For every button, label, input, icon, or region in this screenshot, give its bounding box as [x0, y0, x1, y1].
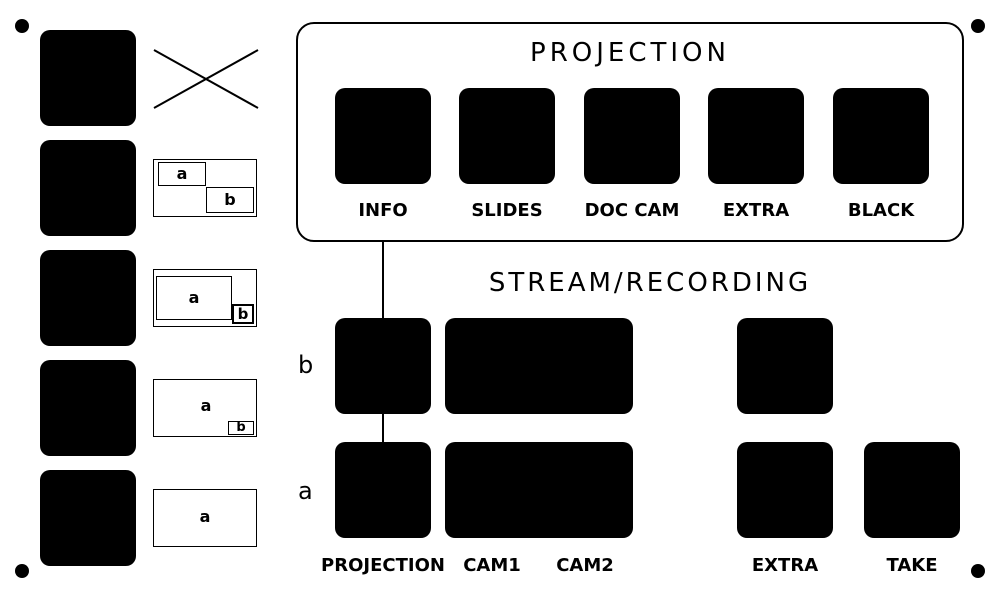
- layout-button-pip-large[interactable]: [40, 250, 136, 346]
- layout-label-a: a: [200, 396, 212, 415]
- stream-recording-title: STREAM/RECORDING: [488, 268, 812, 298]
- stream-label-cam1: CAM1: [463, 555, 521, 576]
- stream-label-take: TAKE: [886, 555, 938, 576]
- stream-label-extra: EXTRA: [751, 555, 819, 576]
- stream-a-extra-button[interactable]: [737, 442, 833, 538]
- stream-a-cam-button[interactable]: [445, 442, 633, 538]
- projection-frame: [296, 22, 964, 242]
- projection-title: PROJECTION: [530, 38, 730, 68]
- stream-label-projection: PROJECTION: [321, 555, 445, 576]
- layout-icon-pip-large: a b: [153, 269, 257, 327]
- layout-frame-b: b: [232, 304, 254, 324]
- layout-frame-a: a: [158, 162, 206, 186]
- projection-button-slides[interactable]: [459, 88, 555, 184]
- projection-button-doc-cam[interactable]: [584, 88, 680, 184]
- stream-label-cam2: CAM2: [556, 555, 614, 576]
- layout-button-side-by-side[interactable]: [40, 140, 136, 236]
- stream-b-cam-button[interactable]: [445, 318, 633, 414]
- projection-label-extra: EXTRA: [722, 200, 790, 221]
- layout-label-a: a: [188, 288, 200, 307]
- projection-button-extra[interactable]: [708, 88, 804, 184]
- stream-a-projection-button[interactable]: [335, 442, 431, 538]
- layout-icon-pip-small: a b: [153, 379, 257, 437]
- stream-b-extra-button[interactable]: [737, 318, 833, 414]
- projection-connector-line-inner: [382, 414, 384, 442]
- no-layout-x-icon: [153, 49, 259, 109]
- mounting-hole-bottom-right: [971, 564, 985, 578]
- layout-icon-single: a: [153, 489, 257, 547]
- layout-label-b: b: [237, 305, 249, 323]
- layout-label-a: a: [176, 164, 188, 183]
- projection-label-black: BLACK: [847, 200, 915, 221]
- projection-label-slides: SLIDES: [471, 200, 543, 221]
- layout-button-none[interactable]: [40, 30, 136, 126]
- layout-label-b: b: [236, 420, 246, 435]
- take-button[interactable]: [864, 442, 960, 538]
- mounting-hole-top-right: [971, 19, 985, 33]
- layout-label-b: b: [224, 190, 236, 209]
- projection-button-black[interactable]: [833, 88, 929, 184]
- stream-b-projection-button[interactable]: [335, 318, 431, 414]
- layout-frame-b: b: [228, 421, 254, 435]
- mounting-hole-bottom-left: [15, 564, 29, 578]
- row-label-a: a: [298, 477, 313, 505]
- layout-label-a: a: [199, 507, 211, 526]
- projection-button-info[interactable]: [335, 88, 431, 184]
- layout-icon-side-by-side: a b: [153, 159, 257, 217]
- layout-frame-a: a: [156, 276, 232, 320]
- layout-frame-a: a: [154, 394, 258, 418]
- layout-button-pip-small[interactable]: [40, 360, 136, 456]
- layout-button-single[interactable]: [40, 470, 136, 566]
- row-label-b: b: [298, 351, 314, 379]
- projection-label-info: INFO: [358, 200, 408, 221]
- projection-label-doc-cam: DOC CAM: [584, 200, 680, 221]
- layout-frame-b: b: [206, 187, 254, 213]
- mounting-hole-top-left: [15, 19, 29, 33]
